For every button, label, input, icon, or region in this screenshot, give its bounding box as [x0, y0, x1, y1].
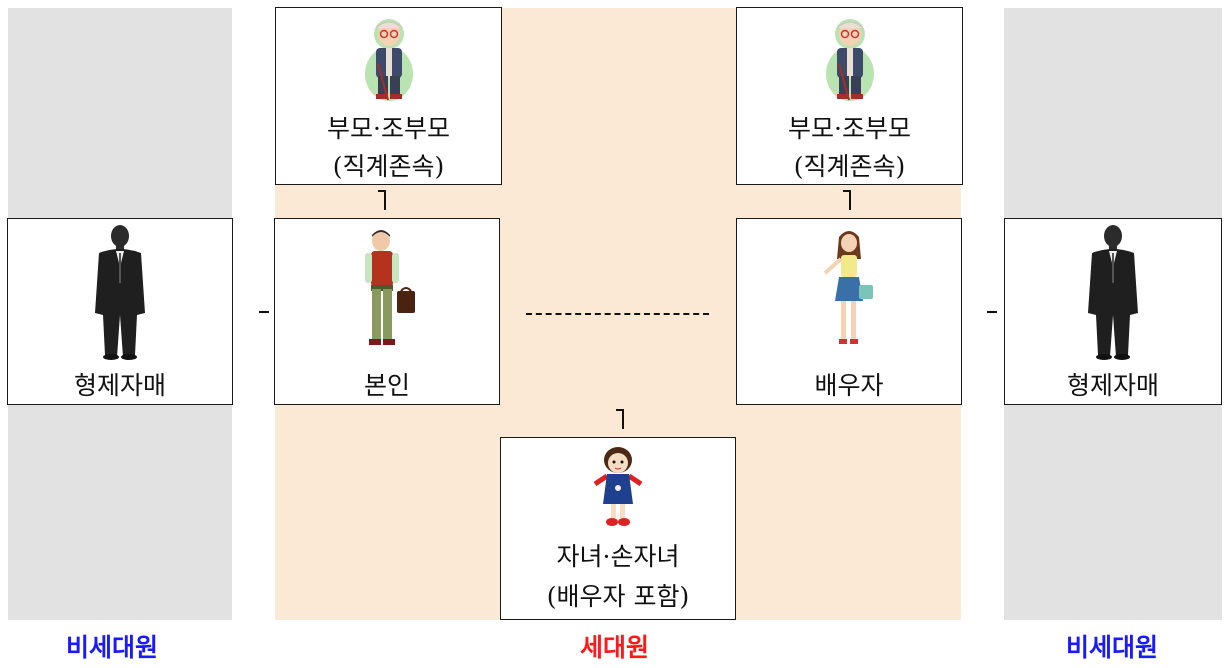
man-with-briefcase-icon — [365, 230, 415, 345]
left-parents-label: 부모·조부모 — [327, 114, 450, 143]
connector-left-parents-self-hook — [378, 190, 385, 192]
footer-household: 세대원 — [580, 633, 650, 662]
woman-with-bag-icon — [823, 231, 873, 344]
connector-left-parents-self — [384, 190, 386, 210]
right-parents-sublabel: (직계존속) — [793, 152, 906, 181]
left-sibling-label: 형제자매 — [73, 371, 166, 400]
connector-couple-children-hook — [616, 409, 623, 411]
card-right-parents: 부모·조부모 (직계존속) — [736, 7, 963, 185]
card-right-sibling: 형제자매 — [1004, 218, 1222, 405]
grandfather-icon — [825, 19, 874, 101]
right-parents-label: 부모·조부모 — [788, 114, 911, 143]
self-label: 본인 — [363, 371, 410, 400]
children-sublabel: (배우자 포함) — [546, 582, 690, 611]
card-left-parents: 부모·조부모 (직계존속) — [275, 7, 502, 185]
connector-right-parents-spouse — [849, 190, 851, 210]
card-children: 자녀·손자녀 (배우자 포함) — [500, 437, 736, 620]
children-label: 자녀·손자녀 — [556, 542, 680, 571]
connector-right-sibling-spouse — [987, 311, 997, 313]
man-in-suit-icon — [95, 225, 145, 360]
girl-child-icon — [593, 447, 643, 526]
card-spouse: 배우자 — [736, 218, 962, 405]
connector-couple-children — [622, 409, 624, 429]
left-parents-sublabel: (직계존속) — [332, 152, 445, 181]
footer-non-household-right: 비세대원 — [1066, 633, 1159, 662]
grandfather-icon — [364, 19, 413, 101]
connector-right-parents-spouse-hook — [843, 190, 850, 192]
connector-left-sibling-self — [259, 311, 269, 313]
man-in-suit-icon — [1088, 225, 1138, 360]
connector-self-spouse-marriage — [526, 313, 709, 315]
right-sibling-label: 형제자매 — [1066, 371, 1159, 400]
spouse-label: 배우자 — [814, 371, 884, 400]
footer-non-household-left: 비세대원 — [66, 633, 159, 662]
card-self: 본인 — [274, 218, 500, 405]
card-left-sibling: 형제자매 — [7, 218, 233, 405]
